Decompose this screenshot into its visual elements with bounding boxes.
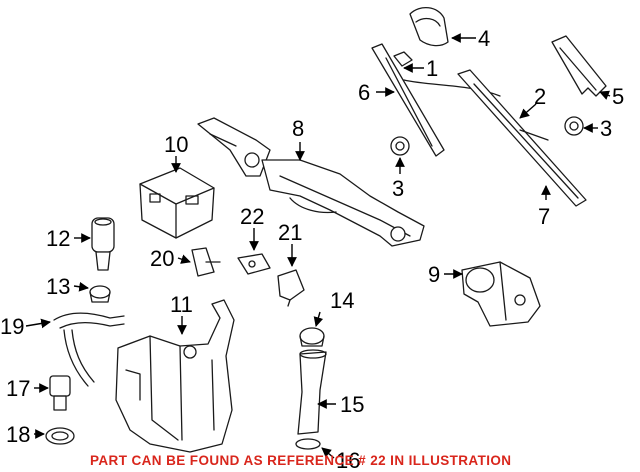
pump-grommet[interactable] <box>89 285 111 303</box>
filler-neck[interactable] <box>297 349 327 435</box>
arm-cover-strip[interactable] <box>551 35 607 97</box>
filler-neck-clamp[interactable] <box>295 438 321 450</box>
callout-3a: 3 <box>392 176 404 201</box>
callout-15: 15 <box>340 392 364 417</box>
callout-11: 11 <box>170 292 193 317</box>
callout-9: 9 <box>428 262 440 287</box>
washer-reservoir[interactable] <box>115 299 235 453</box>
callout-19: 19 <box>0 314 24 339</box>
callout-2: 2 <box>534 84 546 109</box>
callout-3b: 3 <box>600 116 612 141</box>
callout-14: 14 <box>330 288 354 313</box>
callout-labels: 1 2 3 3 4 5 6 7 8 9 10 11 12 13 14 15 16… <box>0 26 624 472</box>
callout-20: 20 <box>150 246 174 271</box>
wiper-linkage[interactable] <box>197 117 425 247</box>
callout-13: 13 <box>46 274 70 299</box>
callout-4: 4 <box>478 26 490 51</box>
leader-lines <box>25 33 611 459</box>
hose-connector[interactable] <box>191 247 221 277</box>
callout-17: 17 <box>6 376 30 401</box>
callout-16: 16 <box>336 448 360 472</box>
callout-21: 21 <box>278 220 302 245</box>
washer-pump[interactable] <box>91 217 115 271</box>
reference-note: PART CAN BE FOUND AS REFERENCE # 22 IN I… <box>90 453 511 468</box>
callout-10: 10 <box>164 132 188 157</box>
wiper-motor[interactable] <box>461 261 541 327</box>
callout-1: 1 <box>426 56 438 81</box>
wiper-nut-left[interactable] <box>390 136 410 156</box>
washer-nozzle-bracket[interactable] <box>237 253 271 275</box>
wiper-nut-right[interactable] <box>564 116 584 136</box>
wiper-arm-cap[interactable] <box>409 7 449 47</box>
callout-7: 7 <box>538 204 550 229</box>
callout-5: 5 <box>612 84 624 109</box>
filler-cap[interactable] <box>299 327 325 347</box>
washer-nozzle[interactable] <box>277 269 305 307</box>
level-sensor[interactable] <box>49 375 71 411</box>
wiper-arm-right[interactable] <box>457 69 587 207</box>
reservoir-seal[interactable] <box>45 427 75 445</box>
callout-22: 22 <box>240 204 264 229</box>
callout-18: 18 <box>6 422 30 447</box>
callout-12: 12 <box>46 226 70 251</box>
wiper-control-module[interactable] <box>139 167 215 239</box>
callout-6: 6 <box>358 80 370 105</box>
washer-hose[interactable] <box>53 312 125 387</box>
callout-8: 8 <box>292 116 304 141</box>
